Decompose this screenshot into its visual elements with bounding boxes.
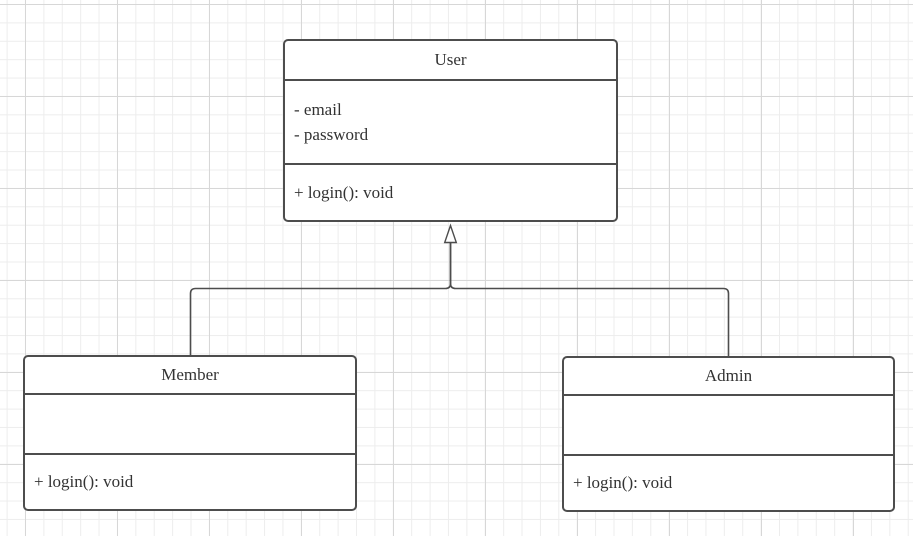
inheritance-connector-member-to-user[interactable] bbox=[189, 243, 452, 355]
class-attribute: - password bbox=[294, 125, 369, 144]
class-method: + login(): void bbox=[294, 182, 394, 202]
class-title: Admin bbox=[704, 366, 753, 385]
class-method: + login(): void bbox=[34, 472, 134, 491]
inheritance-arrowhead bbox=[443, 223, 458, 244]
class-box-admin[interactable]: Admin + login(): void bbox=[562, 356, 895, 512]
class-methods: + login(): void bbox=[285, 163, 616, 220]
class-box-user[interactable]: User - email - password + login(): void bbox=[283, 39, 618, 222]
class-title: User bbox=[434, 50, 467, 69]
class-method: + login(): void bbox=[573, 473, 673, 492]
class-title: Member bbox=[161, 365, 219, 384]
class-attributes bbox=[25, 393, 355, 453]
class-attribute: - email bbox=[294, 100, 342, 119]
inheritance-connector-admin-to-user[interactable] bbox=[449, 243, 730, 356]
class-attributes bbox=[564, 394, 893, 454]
class-methods: + login(): void bbox=[25, 453, 355, 509]
class-attributes: - email - password bbox=[285, 79, 616, 163]
class-methods: + login(): void bbox=[564, 454, 893, 510]
class-box-member[interactable]: Member + login(): void bbox=[23, 355, 357, 511]
